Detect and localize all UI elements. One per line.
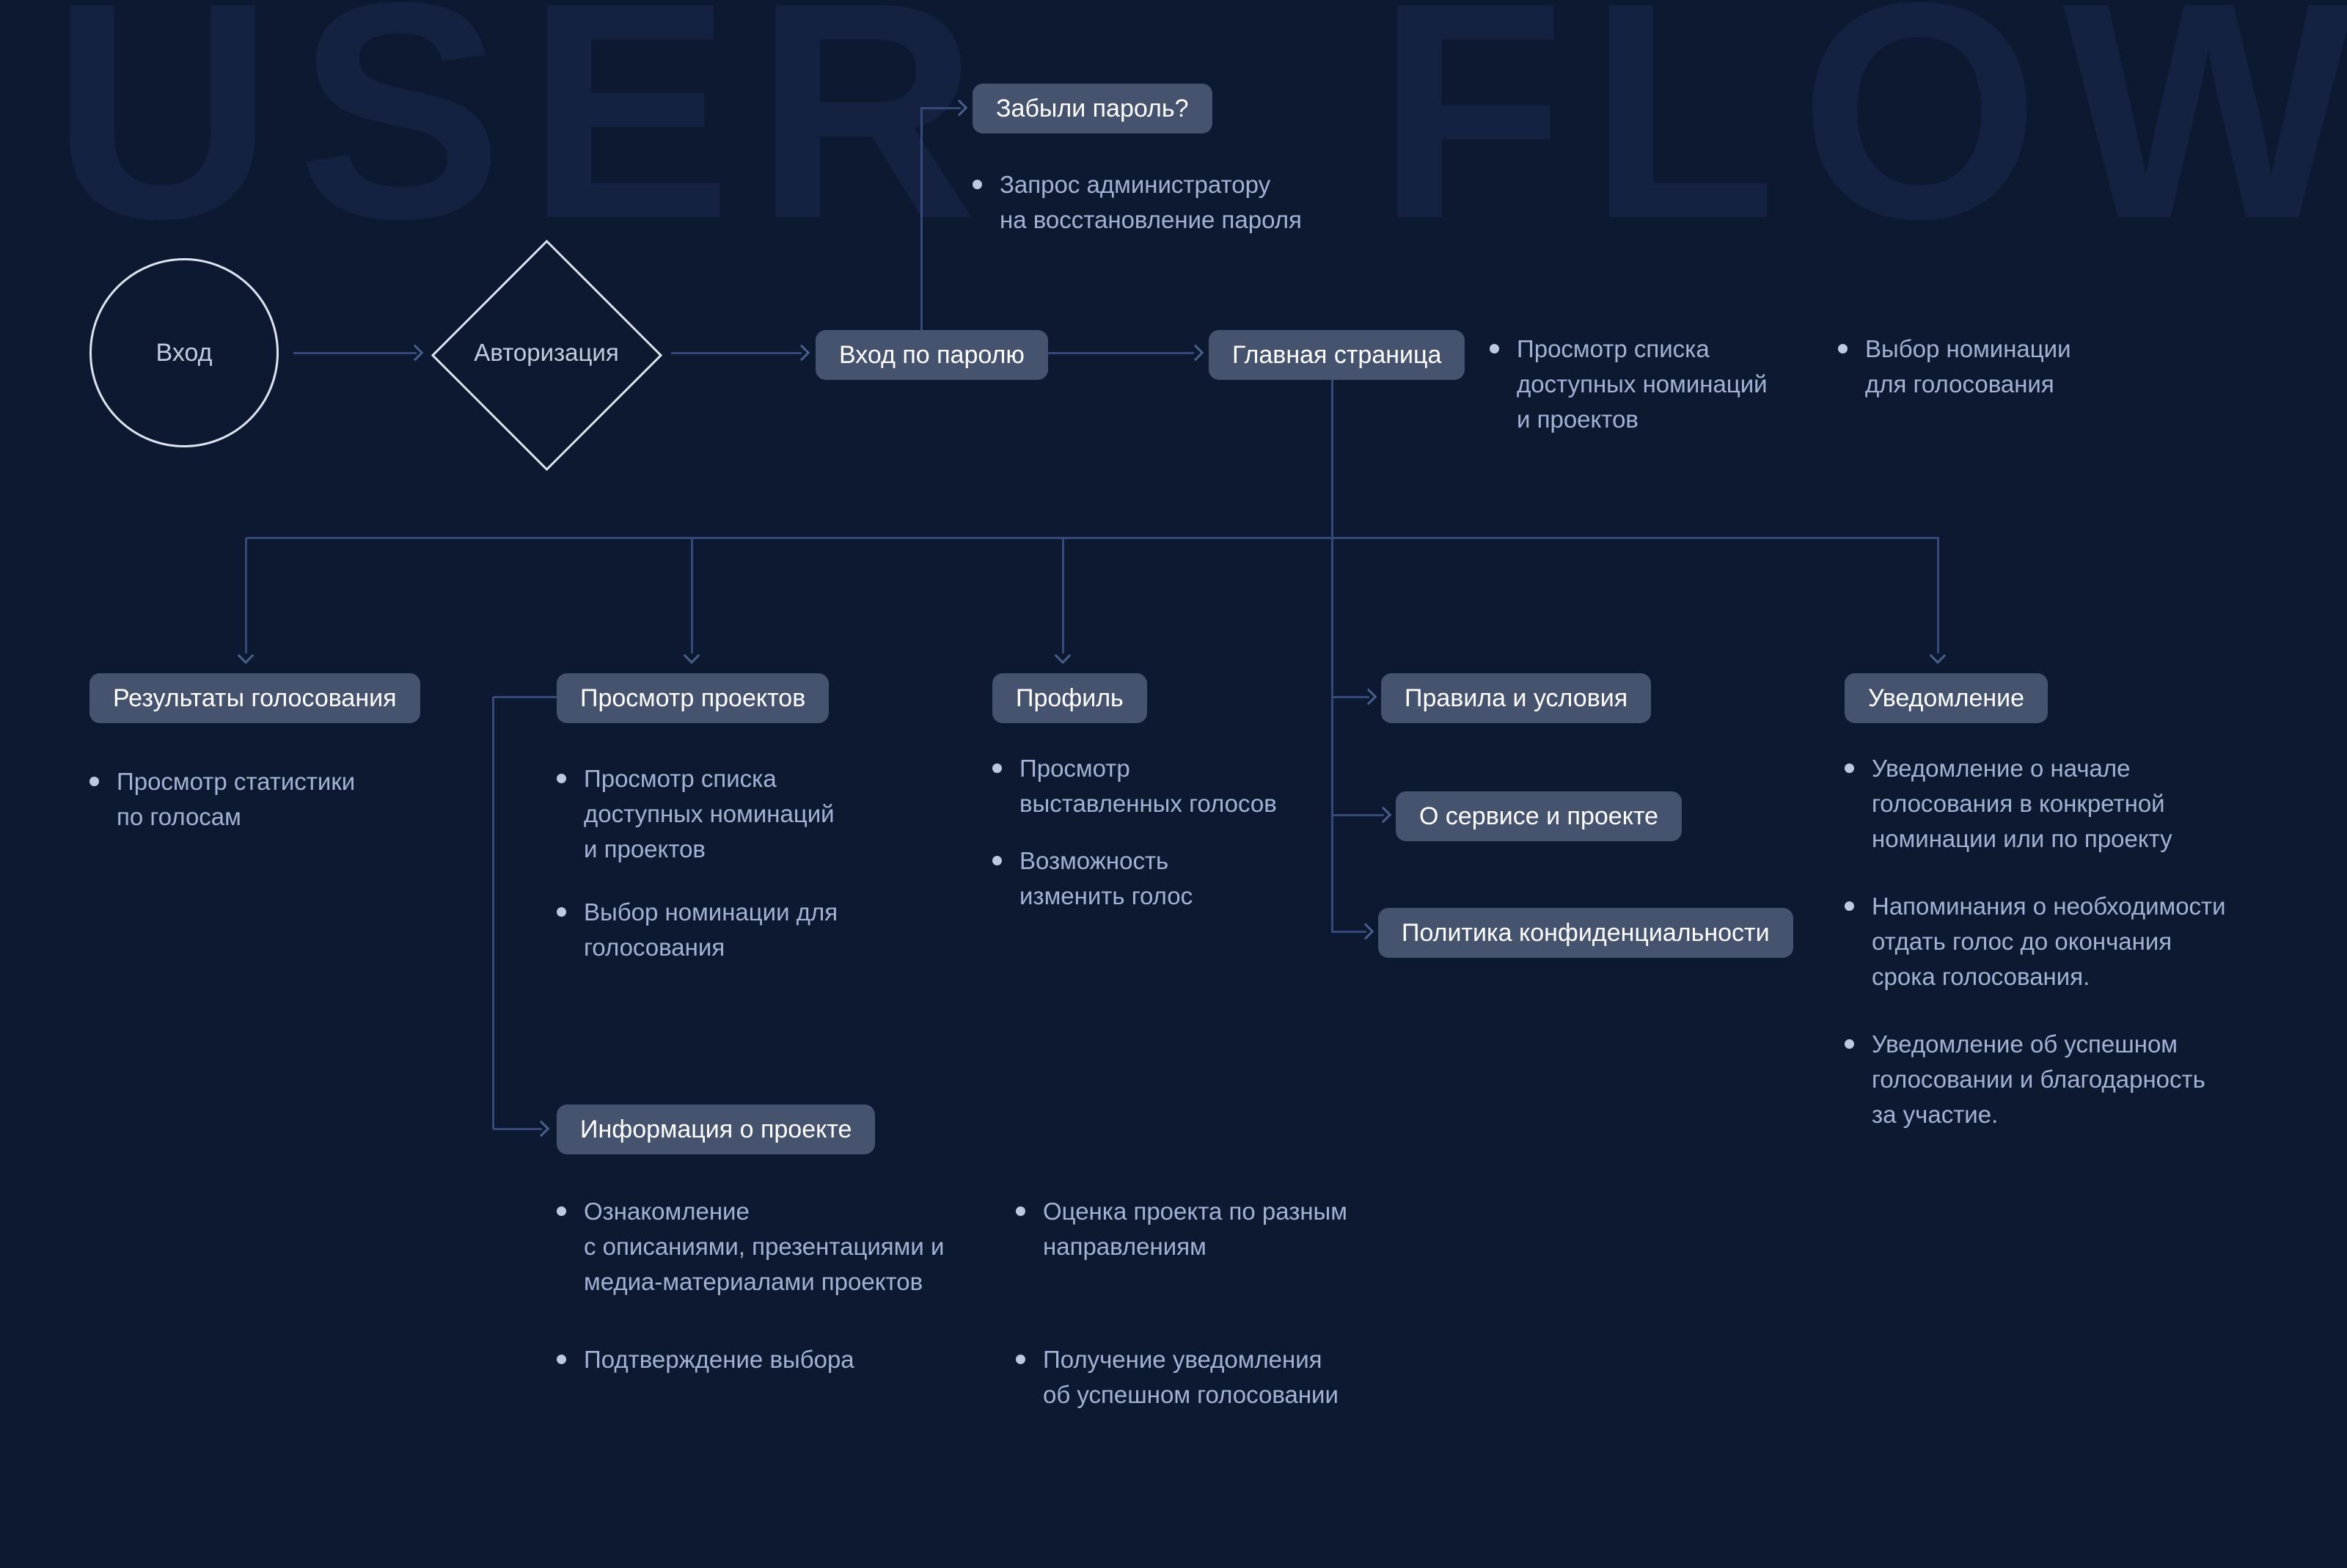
bullet-dot-icon <box>557 1206 566 1216</box>
connector-line <box>245 538 247 653</box>
list-item: Уведомление о начале голосования в конкр… <box>1845 751 2226 857</box>
bullet-text: Просмотр статистики по голосам <box>117 768 356 830</box>
bullet-dot-icon <box>1016 1355 1025 1364</box>
bullet-dot-icon <box>1016 1206 1025 1216</box>
bullet-dot-icon <box>992 856 1002 865</box>
connector-line <box>1333 931 1366 933</box>
list-item: Оценка проекта по разным направлениям <box>1016 1194 1383 1264</box>
connector-line <box>494 1128 542 1130</box>
bullet-text: Оценка проекта по разным направлениям <box>1043 1198 1347 1260</box>
bullet-text: Получение уведомления об успешном голосо… <box>1043 1346 1339 1408</box>
node-notification: Уведомление <box>1845 673 2048 723</box>
node-start: Вход <box>89 258 279 447</box>
bullet-text: Просмотр списка доступных номинаций и пр… <box>1517 335 1768 433</box>
list-item: Запрос администратору на восстановление … <box>973 167 1325 238</box>
connector-line <box>246 537 1939 539</box>
list-item: Просмотр выставленных голосов <box>992 751 1315 821</box>
node-results: Результаты голосования <box>89 673 420 723</box>
bullet-text: Уведомление об успешном голосовании и бл… <box>1872 1030 2205 1128</box>
arrowhead-right-icon <box>532 1120 550 1137</box>
watermark-flow: FLOW <box>1377 0 2347 283</box>
node-project-info: Информация о проекте <box>557 1104 876 1154</box>
connector-line <box>1331 380 1333 933</box>
node-about: О сервисе и проекте <box>1396 791 1683 841</box>
bullet-dot-icon <box>89 777 99 786</box>
connector-line <box>691 538 693 653</box>
connector-line <box>1937 538 1939 653</box>
node-terms: Правила и условия <box>1381 673 1652 723</box>
bullet-text: Выбор номинации для голосования <box>584 898 838 961</box>
bullet-text: Просмотр выставленных голосов <box>1019 755 1277 817</box>
list-item: Просмотр списка доступных номинаций и пр… <box>557 761 879 867</box>
bullet-dot-icon <box>557 907 566 917</box>
bullet-text: Уведомление о начале голосования в конкр… <box>1872 755 2172 852</box>
bullet-dot-icon <box>1845 1039 1854 1049</box>
arrowhead-right-icon <box>1374 806 1392 824</box>
bullet-text: Подтверждение выбора <box>584 1346 854 1373</box>
bullet-text: Ознакомление с описаниями, презентациями… <box>584 1198 945 1295</box>
bullet-text: Напоминания о необходимости отдать голос… <box>1872 893 2226 990</box>
list-item: Возможность изменить голос <box>992 843 1271 914</box>
list-item: Уведомление об успешном голосовании и бл… <box>1845 1027 2255 1132</box>
bullet-dot-icon <box>973 180 982 189</box>
list-item: Выбор номинации для голосования <box>1838 331 2102 402</box>
list-item: Ознакомление с описаниями, презентациями… <box>557 1194 982 1300</box>
arrowhead-right-icon <box>1360 688 1377 706</box>
bullet-dot-icon <box>1838 344 1848 353</box>
arrowhead-right-icon <box>406 344 424 362</box>
list-item: Просмотр статистики по голосам <box>89 764 398 835</box>
connector-line <box>1047 352 1194 354</box>
bullet-dot-icon <box>1490 344 1499 353</box>
bullet-dot-icon <box>1845 901 1854 911</box>
bullet-text: Возможность изменить голос <box>1019 847 1193 909</box>
arrowhead-down-icon <box>683 647 700 664</box>
list-item: Подтверждение выбора <box>557 1342 953 1377</box>
list-item: Выбор номинации для голосования <box>557 895 879 965</box>
bullet-dot-icon <box>557 1355 566 1364</box>
connector-line <box>1333 814 1384 816</box>
node-main-page: Главная страница <box>1209 330 1465 380</box>
node-privacy: Политика конфиденциальности <box>1378 908 1793 958</box>
bullet-text: Запрос администратору на восстановление … <box>1000 171 1302 233</box>
bullet-text: Просмотр списка доступных номинаций и пр… <box>584 765 835 862</box>
arrowhead-down-icon <box>237 647 255 664</box>
arrowhead-down-icon <box>1054 647 1072 664</box>
connector-line <box>920 109 923 330</box>
node-password-login: Вход по паролю <box>816 330 1048 380</box>
bullet-dot-icon <box>557 774 566 783</box>
list-item: Получение уведомления об успешном голосо… <box>1016 1342 1375 1413</box>
node-projects: Просмотр проектов <box>557 673 830 723</box>
arrowhead-down-icon <box>1929 647 1947 664</box>
list-item: Напоминания о необходимости отдать голос… <box>1845 889 2270 994</box>
connector-line <box>671 352 802 354</box>
connector-line <box>293 352 417 354</box>
bullet-dot-icon <box>1845 763 1854 773</box>
arrowhead-right-icon <box>1187 344 1204 362</box>
arrowhead-right-icon <box>1357 923 1374 940</box>
node-profile: Профиль <box>992 673 1147 723</box>
bullet-dot-icon <box>992 763 1002 773</box>
connector-line <box>920 107 961 109</box>
connector-line <box>492 697 494 1129</box>
bullet-text: Выбор номинации для голосования <box>1865 335 2071 398</box>
node-start-label: Вход <box>155 338 213 367</box>
connector-line <box>1333 696 1369 698</box>
node-forgot-password: Забыли пароль? <box>973 84 1212 133</box>
node-authorization-label: Авторизация <box>474 339 619 366</box>
list-item: Просмотр списка доступных номинаций и пр… <box>1490 331 1798 437</box>
watermark-user: USER <box>51 0 1001 283</box>
connector-line <box>494 696 557 698</box>
arrowhead-right-icon <box>793 344 810 362</box>
connector-line <box>1062 538 1064 653</box>
